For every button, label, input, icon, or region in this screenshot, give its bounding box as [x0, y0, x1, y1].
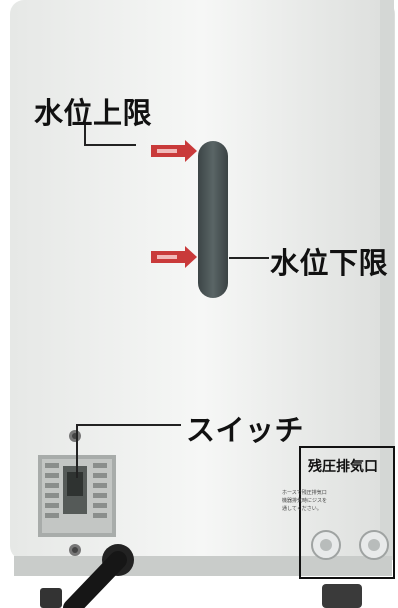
sticker-text-line: ホースで残圧排気口 [282, 490, 327, 496]
label-residual-pressure-exhaust: 残圧排気口 [308, 459, 378, 475]
water-gauge-window [198, 141, 228, 298]
upper-level-arrow-marker [151, 140, 197, 162]
callout-line-upper-horizontal [84, 144, 136, 146]
callout-line-switch-horizontal [76, 424, 181, 426]
callout-line-upper-vertical [84, 122, 86, 146]
label-switch: スイッチ [186, 413, 305, 447]
sticker-text-line: 通してください。 [282, 506, 322, 512]
exhaust-port-callout-box [299, 446, 395, 579]
lower-level-arrow-marker [151, 246, 197, 268]
callout-line-lower [229, 257, 269, 259]
power-cable [63, 544, 134, 608]
sticker-text-line: 機器排気時にジスを [282, 498, 328, 504]
exhaust-valves [311, 530, 389, 560]
label-water-level-upper: 水位上限 [34, 96, 153, 130]
callout-line-switch-vertical [76, 424, 78, 478]
label-water-level-lower: 水位下限 [270, 246, 389, 280]
